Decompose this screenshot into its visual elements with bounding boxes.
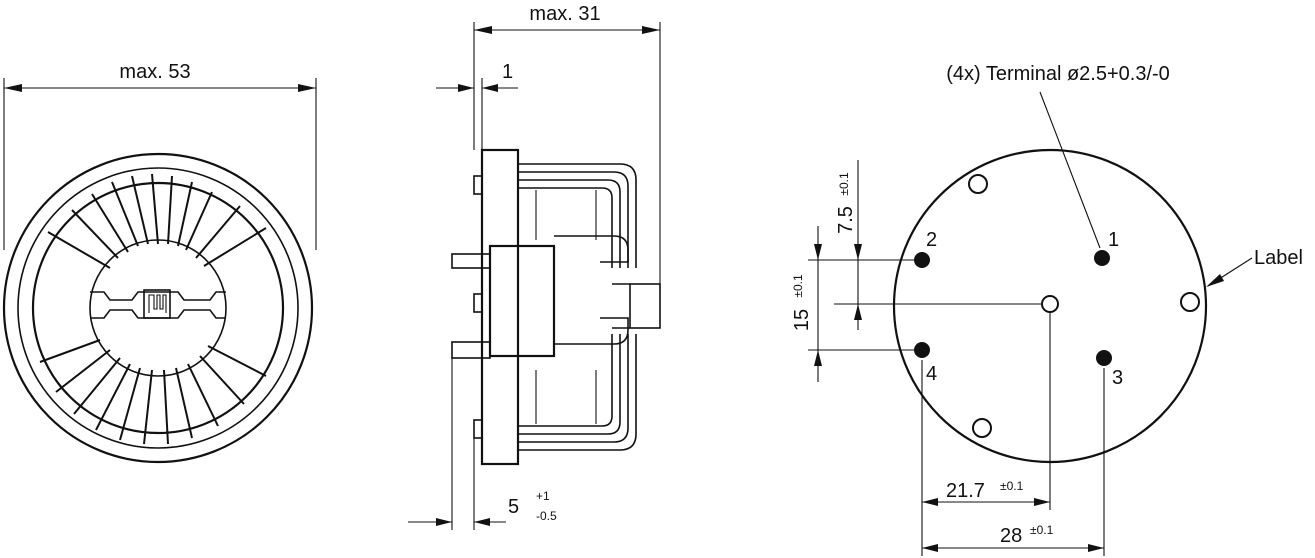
arrowhead-31-right: [642, 26, 660, 34]
toroid-inner-circle: [89, 239, 227, 377]
arrowhead-5-right: [474, 518, 490, 526]
arrowhead-31-left: [474, 26, 492, 34]
mounting-hole-bottom: [972, 418, 992, 438]
terminal-1: [1094, 250, 1110, 266]
terminal-leader-line: [1039, 91, 1101, 249]
pin-view: (4x) Terminal ø2.5+0.3/-0 Label 1 2 3 4 …: [791, 63, 1303, 556]
pin-upper: [451, 253, 491, 269]
side-depth-label: max. 31: [529, 3, 600, 25]
front-view: max. 53: [2, 61, 317, 464]
label-arrowhead: [1206, 274, 1224, 287]
housing-rim-circle: [17, 167, 299, 449]
toroid-outer-circle: [31, 181, 285, 435]
arrowhead-1-left: [458, 84, 474, 92]
dim-28-label: 28: [1000, 525, 1022, 547]
dim-28-tolerance: ±0.1: [1030, 523, 1054, 537]
terminal-4-label: 4: [926, 363, 937, 385]
pin-length-label: 5: [508, 496, 519, 518]
top-winding: [47, 173, 267, 269]
side-view: max. 31 1 5 +1 -0.5: [408, 3, 661, 530]
arrowhead-5-left: [436, 518, 452, 526]
front-width-label: max. 53: [119, 61, 190, 83]
label-plate: [488, 244, 556, 358]
terminal-4: [914, 342, 930, 358]
flange-thickness-label: 1: [502, 61, 513, 83]
pin-tolerance-upper: +1: [536, 489, 550, 503]
terminal-3: [1096, 350, 1112, 366]
dim-15-tolerance: ±0.1: [791, 274, 805, 298]
core-tab: [629, 283, 661, 329]
mounting-hole-right: [1180, 292, 1200, 312]
dim-21-7-label: 21.7: [946, 480, 985, 502]
manufacturer-logo-box: [143, 289, 171, 319]
label-callout: Label: [1254, 247, 1303, 269]
dim-7-5-tolerance: ±0.1: [837, 172, 851, 196]
terminal-2-label: 2: [926, 229, 937, 251]
arrowhead-left: [4, 84, 22, 92]
dim-15-label: 15: [791, 309, 813, 331]
pin-lower: [451, 341, 491, 359]
arrowhead-1-right: [482, 84, 498, 92]
center-divider: [90, 291, 226, 319]
base-plate: [480, 148, 520, 466]
manufacturer-logo-icon: [148, 294, 167, 313]
arrowhead-right: [298, 84, 316, 92]
mounting-hole-top: [968, 174, 988, 194]
pin-tolerance-lower: -0.5: [536, 509, 557, 523]
terminal-2: [914, 252, 930, 268]
bottom-winding: [39, 339, 267, 445]
terminal-note: (4x) Terminal ø2.5+0.3/-0: [946, 63, 1170, 85]
dim-21-7-tolerance: ±0.1: [1000, 479, 1024, 493]
terminal-1-label: 1: [1108, 229, 1119, 251]
center-hole: [1041, 295, 1059, 313]
dim-7-5-label: 7.5: [835, 206, 857, 234]
outer-housing-circle: [2, 152, 314, 464]
terminal-3-label: 3: [1112, 367, 1123, 389]
side-windings: [518, 163, 661, 451]
